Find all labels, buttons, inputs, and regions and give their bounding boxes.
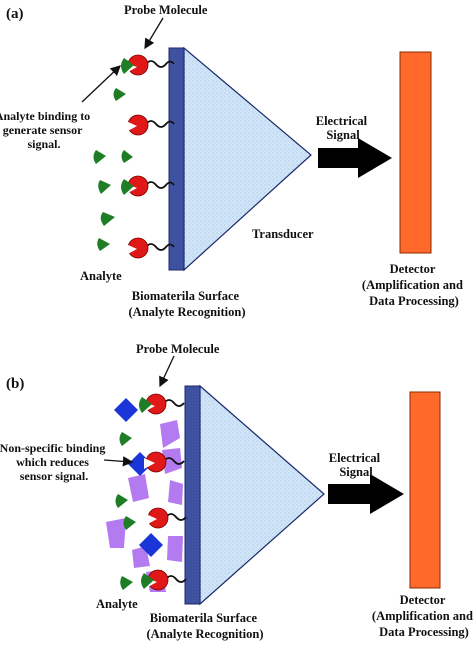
interferent-shape [168,480,183,505]
probe-molecule [146,507,187,529]
analyte-label: Analyte [96,597,138,611]
probe-molecule [144,451,185,473]
probe-pointer-arrow [144,17,164,50]
signal-arrow [318,138,392,178]
biomaterial-surface [168,47,185,271]
signal-label: Electrical Signal [316,114,371,142]
bound-analyte [121,179,134,195]
signal-arrow [328,474,404,514]
probe-molecule [126,237,175,259]
interferent-shape [162,448,182,474]
probe-molecule-label: Probe Molecule [124,3,208,17]
probe-body [127,54,149,76]
panel-b: (b) [0,342,474,641]
bound-analyte [121,58,134,74]
bound-analyte [139,397,152,413]
detector-label: Detector (Amplification and Data Process… [362,262,466,308]
analyte-shape [121,150,133,163]
interferent-shape [128,474,149,502]
probe-molecule-label: Probe Molecule [136,342,220,356]
analyte-shape [113,88,126,101]
probe-molecule [121,54,175,76]
interferent-shape [160,420,180,448]
binding-note: Analyte binding to generate sensor signa… [0,109,93,151]
panel-a-label: (a) [6,6,24,22]
signal-label: Electrical Signal [329,451,384,479]
probe-pointer-arrow [159,355,175,388]
biomaterial-surface [184,385,201,605]
binding-pointer-arrow [81,65,121,103]
nonspecific-particles [114,398,163,557]
probe-molecule [139,393,185,415]
free-analytes [115,432,136,590]
binding-note: Non-specific binding which reduces senso… [0,441,108,483]
probe-molecule [121,175,175,197]
interferent-shape [167,536,183,562]
probe-molecule [126,114,175,136]
panel-a: (a) [0,3,466,319]
analyte-shape [123,516,136,530]
probe-molecule [141,569,187,591]
transducer-triangle [199,384,325,606]
interferent-diamond [139,533,163,557]
analyte-shape [115,494,128,508]
probe-molecules [121,54,175,259]
bound-analyte [141,573,154,589]
detector-box [409,391,441,589]
interferent-diamond [114,398,138,422]
analyte-shape [93,150,106,164]
analyte-shape [120,576,133,590]
analyte-shape [119,432,132,446]
detector-label: Detector (Amplification and Data Process… [372,593,474,639]
interferent-shape [106,518,126,548]
surface-label: Biomaterila Surface (Analyte Recognition… [147,611,264,641]
free-analytes [93,88,133,251]
transducer-label: Transducer [252,227,314,241]
analyte-shape [97,238,110,251]
binding-pointer-arrow [103,456,134,467]
interferent-diamond [128,452,152,476]
panel-b-label: (b) [6,376,24,392]
analyte-shape [100,212,115,226]
analyte-label: Analyte [80,269,122,283]
probe-molecules [139,393,187,591]
detector-box [399,51,432,254]
surface-label: Biomaterila Surface (Analyte Recognition… [129,289,246,319]
analyte-shape [98,180,111,194]
